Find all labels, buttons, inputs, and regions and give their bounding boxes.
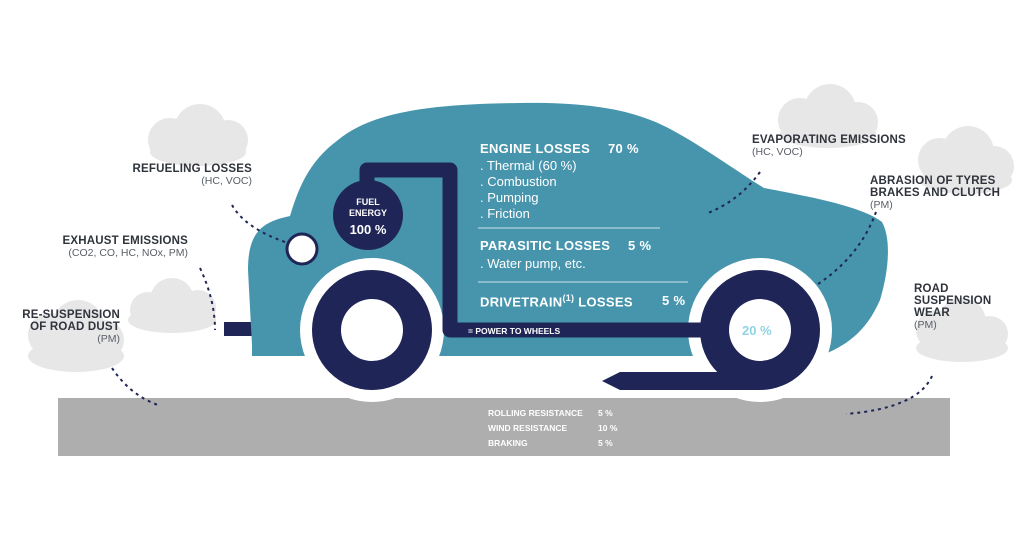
refueling-title: REFUELING LOSSES <box>132 163 252 175</box>
road-row-label: ROLLING RESISTANCE <box>488 408 583 418</box>
leader-lines <box>111 171 933 415</box>
road-row-label: BRAKING <box>488 438 528 448</box>
engine-losses-item: . Thermal (60 %) <box>480 158 577 173</box>
fuel-energy-circle <box>333 180 403 250</box>
engine-losses-pct: 70 % <box>608 141 639 156</box>
parasitic-losses-pct: 5 % <box>628 238 652 253</box>
evaporating-sub: (HC, VOC) <box>752 146 803 158</box>
cloud-left <box>28 300 124 372</box>
exhaust-pipe <box>224 322 256 336</box>
road-row-pct: 5 % <box>598 438 613 448</box>
resuspension-sub: (PM) <box>97 333 120 345</box>
abrasion-title1: ABRASION OF TYRES <box>870 175 996 187</box>
exhaust-title: EXHAUST EMISSIONS <box>62 235 188 247</box>
road-wear-label: ROAD SUSPENSION WEAR (PM) <box>914 283 1020 331</box>
evaporating-title: EVAPORATING EMISSIONS <box>752 134 906 146</box>
drivetrain-losses-pct: 5 % <box>662 293 686 308</box>
wheel-energy-pct: 20 % <box>742 323 772 338</box>
road <box>58 398 950 456</box>
cloud-top-left <box>148 104 248 166</box>
engine-losses-item: . Friction <box>480 206 530 221</box>
evaporating-emissions-label: EVAPORATING EMISSIONS (HC, VOC) <box>752 134 952 158</box>
energy-flow-pipe <box>359 162 760 338</box>
resuspension-title2: OF ROAD DUST <box>30 321 120 333</box>
engine-losses-item: . Combustion <box>480 174 557 189</box>
drivetrain-title-b: LOSSES <box>578 294 633 310</box>
leader-resuspension <box>111 367 159 406</box>
resuspension-title1: RE-SUSPENSION <box>22 309 120 321</box>
leader-exhaust <box>199 267 216 331</box>
return-arrow <box>602 372 760 390</box>
leader-abrasion <box>817 211 877 285</box>
fuel-cap <box>285 232 319 266</box>
fuel-energy-label: FUEL ENERGY <box>333 197 403 219</box>
resuspension-label: RE-SUSPENSION OF ROAD DUST (PM) <box>10 309 120 345</box>
engine-losses-item: . Pumping <box>480 190 539 205</box>
fuel-pct: 100 % <box>349 222 387 237</box>
front-wheel <box>312 270 432 390</box>
cloud-shapes <box>28 84 1014 372</box>
road-wear-title1: ROAD <box>914 283 949 295</box>
cloud-bottom-right <box>916 298 1008 362</box>
cloud-exhaust <box>128 278 216 333</box>
rear-wheel <box>700 270 820 390</box>
refueling-losses-label: REFUELING LOSSES (HC, VOC) <box>130 163 253 187</box>
road-wear-sub: (PM) <box>914 319 937 331</box>
fuel-line1: FUEL <box>356 197 380 207</box>
road-row-pct: 5 % <box>598 408 613 418</box>
road-row-pct: 10 % <box>598 423 618 433</box>
road-row-label: WIND RESISTANCE <box>488 423 568 433</box>
exhaust-emissions-label: EXHAUST EMISSIONS (CO2, CO, HC, NOx, PM) <box>40 235 188 259</box>
power-to-wheels-label: = POWER TO WHEELS <box>468 326 561 336</box>
drivetrain-title-a: DRIVETRAIN <box>480 294 563 310</box>
leader-refueling <box>231 204 286 243</box>
drivetrain-footnote: (1) <box>562 293 575 303</box>
fuel-line2: ENERGY <box>348 208 387 218</box>
cloud-top-right <box>778 84 878 148</box>
road-wear-title3: WEAR <box>914 307 950 319</box>
parasitic-losses-item: . Water pump, etc. <box>480 256 586 271</box>
cloud-right <box>918 126 1014 194</box>
abrasion-label: ABRASION OF TYRES BRAKES AND CLUTCH (PM) <box>870 175 1024 211</box>
parasitic-losses-title: PARASITIC LOSSES <box>480 238 611 253</box>
separator-lines <box>478 227 688 283</box>
abrasion-sub: (PM) <box>870 199 893 211</box>
drivetrain-losses-title: DRIVETRAIN(1) LOSSES <box>480 293 633 309</box>
exhaust-sub: (CO2, CO, HC, NOx, PM) <box>68 247 188 259</box>
road-wear-title2: SUSPENSION <box>914 295 992 307</box>
abrasion-title2: BRAKES AND CLUTCH <box>870 187 1001 199</box>
engine-losses-title: ENGINE LOSSES <box>480 141 591 156</box>
refueling-sub: (HC, VOC) <box>201 175 252 187</box>
leader-road-wear <box>845 375 933 415</box>
